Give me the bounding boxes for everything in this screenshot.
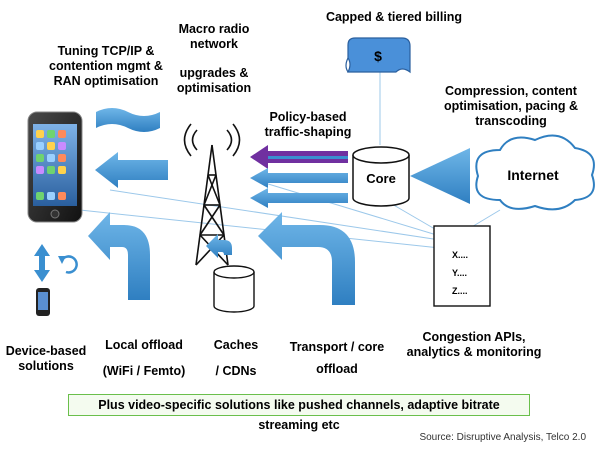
tuning-line-2: contention mgmt & (49, 59, 163, 73)
device-arrows (34, 244, 50, 282)
doc-line-x: X.... (452, 250, 468, 260)
bill-icon (345, 37, 411, 74)
congestion-line-2: analytics & monitoring (406, 345, 542, 359)
transport-label: Transport / core offload (282, 336, 392, 380)
smartphone-icon (27, 111, 83, 223)
transport-line-2: offload (316, 362, 358, 376)
source-credit: Source: Disruptive Analysis, Telco 2.0 (419, 432, 586, 443)
upgrades-label: upgrades & optimisation (168, 66, 260, 96)
macro-line-2: network (190, 37, 238, 51)
billing-symbol: $ (374, 48, 382, 64)
document-icon (433, 225, 491, 307)
macro-label: Macro radio network (168, 22, 260, 52)
billing-text: Capped & tiered billing (325, 10, 463, 24)
cache-database-icon (213, 265, 255, 313)
policy-line-1: Policy-based (269, 110, 347, 124)
local-offload-line-2: (WiFi / Femto) (102, 364, 186, 378)
local-offload-arrow (95, 152, 168, 188)
caches-line-1: Caches (213, 338, 259, 352)
device-line-2: solutions (18, 359, 74, 373)
compression-arrow (410, 148, 470, 204)
congestion-label: Congestion APIs, analytics & monitoring (398, 330, 550, 360)
compression-line-2: optimisation, pacing & (443, 99, 579, 113)
internet-label: Internet (507, 167, 559, 183)
cache-arrow (206, 234, 232, 258)
doc-line-z: Z.... (452, 286, 468, 296)
upgrades-line-1: upgrades & (179, 66, 249, 80)
compression-label: Compression, content optimisation, pacin… (426, 84, 596, 129)
tuning-wave-shape (96, 108, 160, 132)
policy-label: Policy-based traffic-shaping (258, 110, 358, 140)
tuning-line-1: Tuning TCP/IP & (57, 44, 155, 58)
device-line-1: Device-based (5, 344, 87, 358)
transport-offload-arrow (258, 212, 355, 305)
core-database-icon (352, 146, 410, 207)
compression-line-3: transcoding (475, 114, 547, 128)
local-offload-line-1: Local offload (105, 338, 183, 352)
caches-line-2: / CDNs (215, 364, 257, 378)
cycle-icon (58, 255, 78, 274)
transport-line-1: Transport / core (289, 340, 385, 354)
doc-line-y: Y.... (452, 268, 467, 278)
tuning-label: Tuning TCP/IP & contention mgmt & RAN op… (44, 44, 168, 89)
cloud-icon (475, 134, 595, 211)
small-phone-icon (36, 288, 50, 316)
wifi-curve-arrow (88, 212, 150, 300)
compression-line-1: Compression, content (445, 84, 577, 98)
tuning-line-3: RAN optimisation (53, 74, 159, 88)
policy-stripe-arrows (250, 145, 348, 208)
congestion-line-1: Congestion APIs, (422, 330, 526, 344)
caches-label: Caches / CDNs (206, 332, 266, 384)
video-solutions-banner: Plus video-specific solutions like pushe… (68, 394, 530, 432)
macro-line-1: Macro radio (178, 22, 250, 36)
billing-label: Capped & tiered billing (322, 10, 466, 25)
device-label: Device-based solutions (4, 344, 88, 374)
upgrades-line-2: optimisation (176, 81, 252, 95)
policy-line-2: traffic-shaping (264, 125, 352, 139)
core-label: Core (366, 171, 396, 186)
local-offload-label: Local offload (WiFi / Femto) (94, 332, 194, 384)
